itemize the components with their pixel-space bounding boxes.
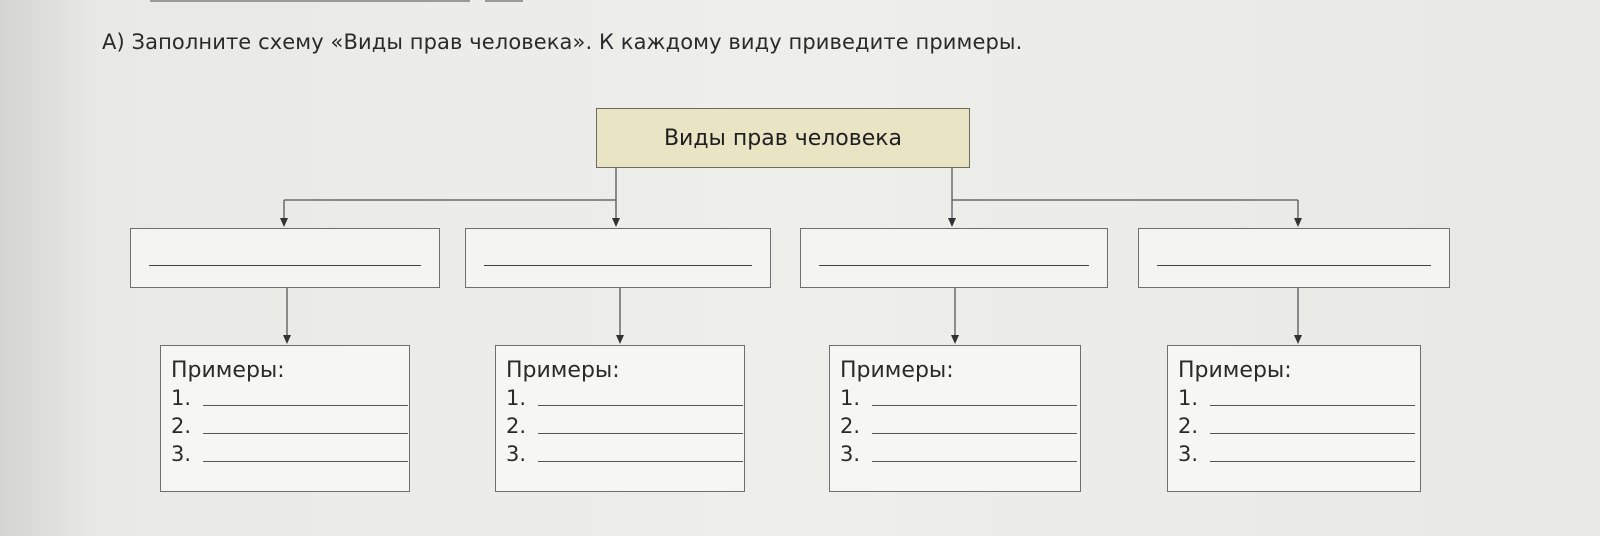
arrow-head <box>951 335 959 344</box>
answer-line[interactable] <box>1210 441 1415 462</box>
answer-line[interactable] <box>1210 385 1415 406</box>
answer-line[interactable] <box>872 413 1077 434</box>
examples-title: Примеры: <box>171 358 285 383</box>
answer-line <box>149 265 421 266</box>
task-instruction: А) Заполните схему «Виды прав человека».… <box>102 30 1023 54</box>
answer-line <box>819 265 1089 266</box>
example-row: 1. <box>171 384 409 412</box>
root-node: Виды прав человека <box>596 108 970 168</box>
arrow-head <box>280 218 288 227</box>
answer-line[interactable] <box>872 441 1077 462</box>
example-number: 3. <box>840 442 861 466</box>
answer-line[interactable] <box>1210 413 1415 434</box>
example-row: 3. <box>1178 440 1420 468</box>
answer-line[interactable] <box>538 441 743 462</box>
example-row: 2. <box>1178 412 1420 440</box>
answer-line[interactable] <box>872 385 1077 406</box>
example-row: 3. <box>840 440 1080 468</box>
category-box-3[interactable] <box>800 228 1108 288</box>
examples-box-4: Примеры: 1. 2. 3. <box>1167 345 1421 492</box>
example-number: 3. <box>1178 442 1199 466</box>
example-row: 1. <box>840 384 1080 412</box>
example-number: 2. <box>506 414 527 438</box>
arrow-head <box>612 218 620 227</box>
category-box-1[interactable] <box>130 228 440 288</box>
example-number: 1. <box>840 386 861 410</box>
answer-line <box>1157 265 1431 266</box>
example-number: 2. <box>1178 414 1199 438</box>
example-row: 2. <box>171 412 409 440</box>
example-number: 3. <box>506 442 527 466</box>
arrow-head <box>616 335 624 344</box>
answer-line[interactable] <box>203 413 408 434</box>
examples-title: Примеры: <box>840 358 954 383</box>
example-number: 2. <box>171 414 192 438</box>
example-row: 3. <box>506 440 744 468</box>
example-row: 2. <box>506 412 744 440</box>
examples-box-3: Примеры: 1. 2. 3. <box>829 345 1081 492</box>
example-row: 1. <box>506 384 744 412</box>
example-number: 1. <box>1178 386 1199 410</box>
category-box-2[interactable] <box>465 228 771 288</box>
arrow-head <box>1294 218 1302 227</box>
example-number: 3. <box>171 442 192 466</box>
example-row: 1. <box>1178 384 1420 412</box>
top-rule <box>150 0 470 2</box>
answer-line[interactable] <box>203 441 408 462</box>
arrow-head <box>948 218 956 227</box>
arrow-head <box>283 335 291 344</box>
example-row: 2. <box>840 412 1080 440</box>
answer-line[interactable] <box>203 385 408 406</box>
answer-line[interactable] <box>538 413 743 434</box>
example-row: 3. <box>171 440 409 468</box>
top-rule <box>485 0 523 2</box>
category-box-4[interactable] <box>1138 228 1450 288</box>
answer-line <box>484 265 752 266</box>
example-number: 2. <box>840 414 861 438</box>
examples-title: Примеры: <box>1178 358 1292 383</box>
root-label: Виды прав человека <box>663 125 903 151</box>
example-number: 1. <box>171 386 192 410</box>
examples-box-1: Примеры: 1. 2. 3. <box>160 345 410 492</box>
examples-box-2: Примеры: 1. 2. 3. <box>495 345 745 492</box>
answer-line[interactable] <box>538 385 743 406</box>
example-number: 1. <box>506 386 527 410</box>
examples-title: Примеры: <box>506 358 620 383</box>
arrow-head <box>1294 335 1302 344</box>
